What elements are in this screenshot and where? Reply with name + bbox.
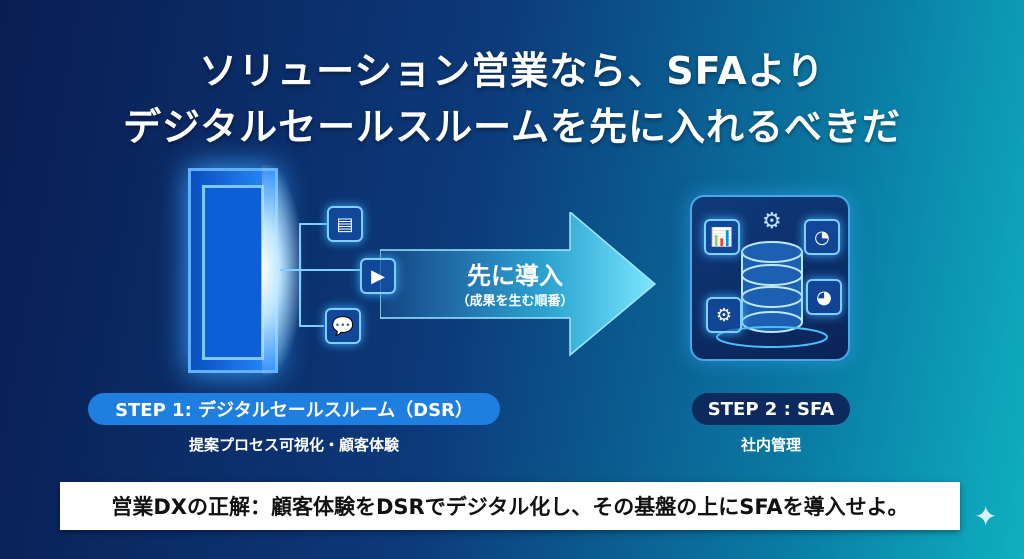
video-camera-icon: ▶ (360, 258, 396, 294)
step2-subtitle: 社内管理 (740, 436, 801, 454)
bar-chart-icon: 📊 (704, 219, 740, 255)
chat-user-icon: 💬 (325, 308, 361, 344)
connector-lines (280, 223, 360, 327)
title-line-1: ソリューション営業なら、SFAより (199, 49, 825, 93)
sfa-database-panel: 📊 ⚙ ◔ ⚙ ◕ (690, 195, 850, 361)
pie-chart-icon: ◔ (804, 219, 840, 255)
conclusion-banner: 営業DXの正解：顧客体験をDSRでデジタル化し、その基盤の上にSFAを導入せよ。 (60, 482, 960, 530)
step2-badge: STEP 2 : SFA (692, 393, 850, 425)
arrow-label: 先に導入 (467, 262, 563, 290)
step1-subtitle: 提案プロセス可視化・顧客体験 (188, 436, 399, 454)
arrow-sublabel: （成果を生む順番） (456, 294, 574, 309)
step1-badge: STEP 1: デジタルセールスルーム（DSR） (88, 393, 500, 425)
arrow-shape (380, 212, 657, 357)
document-icon: ▤ (327, 206, 363, 242)
gear-icon: ⚙ (706, 297, 742, 333)
pie-chart-icon: ◕ (806, 279, 842, 315)
door-panel (202, 185, 264, 360)
database-icon (716, 241, 828, 348)
sparkle-icon: ✦ (974, 500, 998, 533)
gear-icon: ⚙ (762, 209, 782, 234)
title-line-2: デジタルセールスルームを先に入れるべきだ (122, 105, 902, 149)
